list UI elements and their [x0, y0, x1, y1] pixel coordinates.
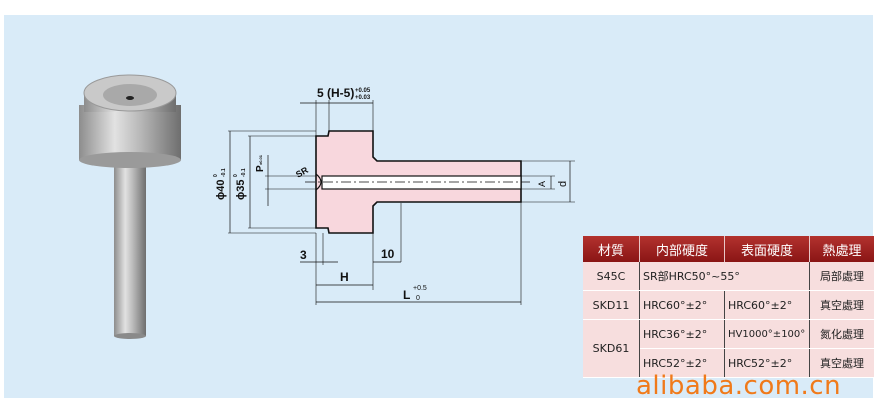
- dim-l-tol-lower: 0: [416, 295, 420, 302]
- cell-inner-hardness: HRC36°±2°: [639, 319, 725, 349]
- dim-l: L: [403, 288, 410, 302]
- table-row: SKD61 HRC36°±2° HV1000°±100° 氮化處理: [583, 319, 874, 378]
- dimension-labels: 5 (H-5) +0.05 +0.03 ϕ40 0 -0.1 ϕ35 0 -0.…: [213, 86, 569, 302]
- technical-drawing: [228, 100, 575, 305]
- dim-top: 5 (H-5): [317, 86, 354, 100]
- cell-treatment: 氮化處理: [809, 319, 874, 349]
- dim-dia35-tol-lower: -0.1: [241, 168, 247, 177]
- cell-treatment: 真空處理: [809, 290, 874, 320]
- cell-surface-hardness: HRC52°±2°: [724, 348, 810, 378]
- header-inner-hardness: 内部硬度: [639, 236, 725, 262]
- dim-d: d: [557, 181, 569, 187]
- header-material: 材質: [583, 236, 640, 262]
- dim-dia40-tol-lower: -0.1: [221, 168, 227, 177]
- cell-treatment: 真空處理: [809, 348, 874, 378]
- cell-inner-hardness: SR部HRC50°~55°: [639, 262, 810, 291]
- dim-p: P: [255, 165, 266, 172]
- cell-surface-hardness: HRC60°±2°: [724, 290, 810, 320]
- table-header-row: 材質 内部硬度 表面硬度 熱處理: [583, 236, 874, 262]
- cell-material: SKD61: [583, 319, 640, 378]
- dim-dia35: ϕ35: [235, 180, 247, 200]
- cell-inner-hardness: HRC52°±2°: [639, 348, 725, 378]
- dim-3: 3: [300, 248, 307, 262]
- cell-treatment: 局部處理: [809, 262, 874, 291]
- dim-p-tol: ±0.01: [258, 154, 263, 165]
- table-row: SKD11 HRC60°±2° HRC60°±2° 真空處理: [583, 290, 874, 320]
- dim-top-tol-upper: +0.05: [355, 88, 371, 94]
- cell-material: SKD11: [583, 290, 640, 320]
- dim-h: H: [340, 270, 349, 284]
- dim-10: 10: [381, 247, 395, 261]
- material-spec-table: 材質 内部硬度 表面硬度 熱處理 S45C SR部HRC50°~55° 局部處理…: [583, 236, 874, 378]
- dim-sr: SR: [294, 165, 310, 180]
- dim-a: A: [537, 181, 547, 187]
- cell-surface-hardness: HV1000°±100°: [724, 319, 810, 349]
- header-surface-hardness: 表面硬度: [724, 236, 810, 262]
- dim-dia35-tol-upper: 0: [233, 174, 239, 177]
- dim-l-tol-upper: +0.5: [413, 285, 427, 292]
- cell-inner-hardness: HRC60°±2°: [639, 290, 725, 320]
- dim-dia40-tol-upper: 0: [213, 174, 219, 177]
- dim-top-tol-lower: +0.03: [355, 95, 371, 101]
- table-row: HRC52°±2° HRC52°±2° 真空處理: [583, 348, 874, 378]
- watermark: alibaba.com.cn: [636, 371, 842, 401]
- header-heat-treatment: 熱處理: [809, 236, 874, 262]
- dim-dia40: ϕ40: [215, 180, 227, 200]
- product-photo: [79, 74, 181, 339]
- table-row: S45C SR部HRC50°~55° 局部處理: [583, 262, 874, 291]
- cell-material: S45C: [583, 262, 640, 291]
